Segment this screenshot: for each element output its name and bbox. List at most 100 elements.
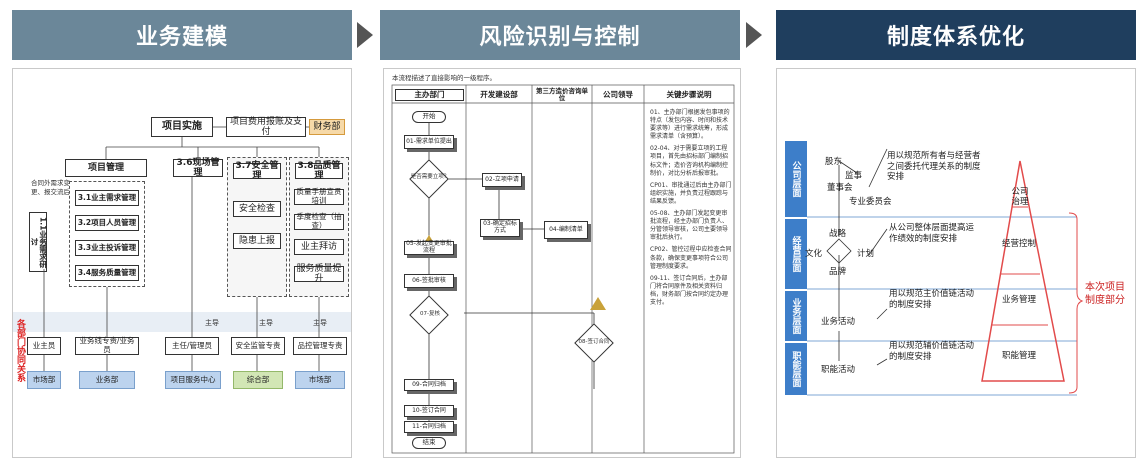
label: 第三方造价咨询单位	[536, 86, 588, 102]
risk-warning-icon	[590, 297, 606, 310]
label: 主导	[313, 319, 327, 327]
role-box: 业务线专责/业务员	[75, 336, 139, 355]
label: 职能管理	[1002, 351, 1037, 361]
header-label: 业务建模	[135, 25, 228, 50]
node-function-activity: 职能活动	[821, 363, 855, 375]
label: 合同外需求变更、报交流后续	[31, 179, 77, 196]
node-supervisor: 监事	[845, 169, 862, 181]
label: 10-签订合同	[412, 406, 446, 414]
col-header: 第三方造价咨询单位	[534, 86, 590, 102]
label: 是否需要立项？	[410, 174, 450, 180]
label: 公司治理	[1011, 187, 1029, 208]
quality-mgmt-box: 3.8品质管理	[295, 161, 343, 181]
label: 项目费用报账及支付	[229, 116, 302, 137]
label: 职能层面	[790, 351, 801, 387]
label: 业务线专责/业务员	[79, 336, 135, 354]
label: 主任/管理员	[171, 340, 213, 350]
label: 3.3业主投诉管理	[77, 242, 137, 252]
label: 业务活动	[821, 317, 856, 327]
pyramid-business-mgmt: 业务管理	[1002, 293, 1036, 305]
step-notes: 01、主办部门根据发包事项的特点（发包内容、时间和技术要求等）进行需求统筹，形成…	[650, 109, 732, 311]
dept-tag: 业务部	[79, 371, 135, 389]
connector-lines	[43, 126, 320, 371]
label: 文化	[805, 249, 823, 259]
pyramid-governance: 公司治理	[1008, 187, 1032, 207]
band-function: 职能层面	[785, 343, 807, 395]
label: 市场部	[32, 374, 56, 384]
label: 隐患上报	[238, 235, 275, 246]
decision-label: 07-复核	[408, 311, 452, 318]
node-business-activity: 业务活动	[821, 315, 855, 327]
quality-item: 质量手册宣贯培训	[294, 187, 344, 205]
header-business-modeling: 业务建模	[12, 10, 352, 60]
desc-operation: 从公司整体层面提高运作绩效的制度安排	[889, 223, 981, 244]
decision-label: 08-签订合同	[574, 339, 614, 346]
label: 公司层面	[790, 161, 801, 197]
header-label: 制度体系优化	[886, 25, 1025, 50]
pm-item: 3.2项目人员管理	[75, 215, 139, 231]
node-board: 董事会	[827, 181, 853, 193]
note: CP01、审批通过后由主办部门组织实施，并负责过程跟踪与结果反馈。	[650, 181, 732, 205]
panel-system-pyramid: 公司层面 经营层面 业务层面 职能层面 股东	[776, 68, 1136, 458]
band-operation: 经营层面	[785, 219, 807, 289]
label: 用以规范主价值链活动的制度安排	[889, 289, 975, 310]
label: 经营层面	[790, 236, 801, 272]
label: 职能活动	[821, 365, 856, 375]
dept-tag: 市场部	[27, 371, 61, 389]
label: 季度检查（抽查）	[296, 212, 342, 230]
header-label: 风险识别与控制	[479, 25, 641, 50]
label: 业主员	[32, 340, 56, 350]
flow-step: 04-编制清单	[544, 221, 588, 239]
dept-tag: 综合部	[233, 371, 283, 389]
node-culture: 文化	[805, 247, 822, 259]
label: 本流程描述了直接影响的一级程序。	[392, 74, 496, 82]
note: 01、主办部门根据发包事项的特点（发包内容、时间和技术要求等）进行需求统筹，形成…	[650, 109, 730, 141]
flow-step: 10-签订合同	[404, 405, 454, 417]
label: 监事	[845, 171, 863, 181]
col-header: 开发建设部	[468, 89, 530, 101]
label: 经营控制	[1002, 239, 1037, 249]
label: 08-签订合同	[578, 339, 610, 345]
col-header: 主办部门	[395, 89, 464, 101]
label: 11-合同归档	[412, 422, 446, 430]
note: 05-08、主办部门发起变更审批流程，经主办部门负责人、分管领导审核，公司主要领…	[650, 210, 729, 242]
site-mgmt-box: 3.6现场管理	[173, 158, 223, 178]
label: 品控管理专责	[297, 340, 343, 350]
safety-group	[227, 157, 287, 297]
label: 专业委员会	[849, 197, 892, 207]
project-implementation-box: 项目实施	[151, 117, 213, 137]
pm-item: 3.4服务质量管理	[75, 265, 139, 281]
node-strategy: 战略	[829, 227, 846, 239]
col-header: 公司领导	[594, 89, 642, 101]
role-box: 业主员	[27, 337, 61, 355]
label: 06-签批审核	[412, 276, 446, 284]
chevron-right-icon	[357, 22, 373, 48]
desc-corporate: 用以规范所有者与经营者之间委托代理关系的制度安排	[887, 151, 987, 183]
label: 03-确定招标方式	[483, 220, 517, 234]
label: 业务层面	[790, 298, 801, 334]
requirement-discussion-box: 1.1业务需求研讨	[29, 212, 48, 272]
label: 战略	[829, 229, 847, 239]
header-risk-control: 风险识别与控制	[380, 10, 740, 60]
label: 项目服务中心	[170, 374, 216, 384]
label: 主导	[259, 319, 273, 327]
dept-tag: 项目服务中心	[165, 371, 221, 389]
label: 服务质量提升	[296, 263, 342, 284]
label: 股东	[825, 157, 843, 167]
flow-end: 结束	[412, 437, 446, 449]
label: 主导	[205, 319, 219, 327]
label: 用以规范所有者与经营者之间委托代理关系的制度安排	[887, 151, 981, 183]
pyramid-operation-control: 经营控制	[1002, 237, 1036, 249]
node-committee: 专业委员会	[849, 195, 892, 207]
label: 开始	[422, 112, 436, 121]
label: 本次项目制度部分	[1085, 282, 1125, 306]
flow-step: 06-签批审核	[404, 274, 454, 288]
note: 02-04、对于需要立项的工程项目，首先由招标部门编制招标文件；造价咨询机构编制…	[650, 145, 729, 177]
label: 3.4服务质量管理	[77, 267, 137, 277]
label: 02-立项申请	[485, 175, 519, 183]
role-box: 安全监管专责	[231, 337, 285, 355]
pyramid-function-mgmt: 职能管理	[1002, 349, 1036, 361]
flow-step: 02-立项申请	[482, 173, 522, 187]
label: 董事会	[827, 183, 853, 193]
safety-mgmt-box: 3.7安全管理	[233, 161, 281, 181]
